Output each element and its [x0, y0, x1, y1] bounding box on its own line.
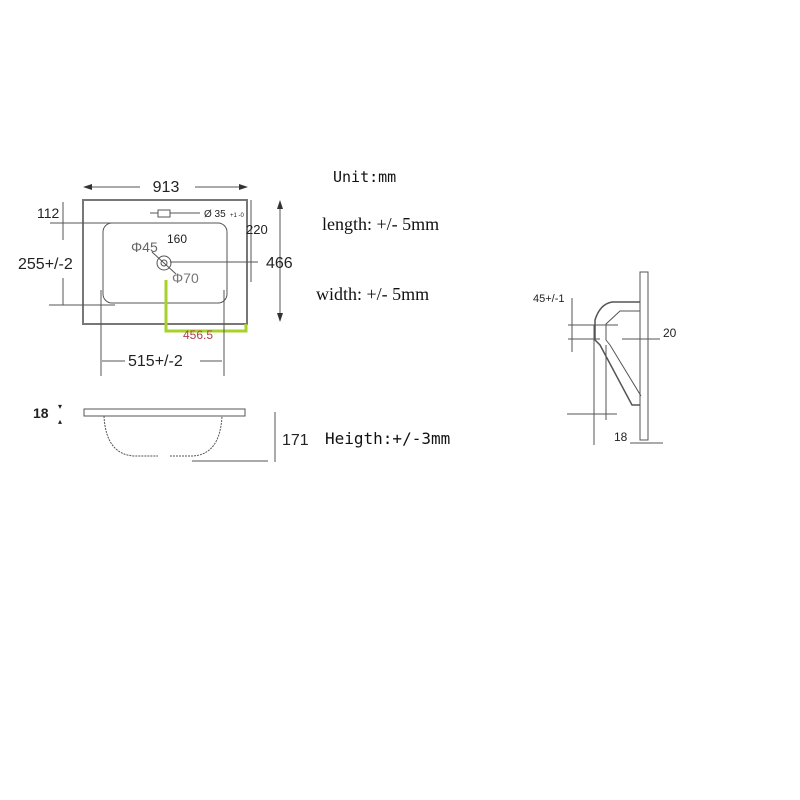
drain-circle [156, 255, 172, 271]
svg-text:▴: ▴ [58, 417, 62, 426]
dim-515: 515+/-2 [128, 353, 183, 370]
drain-center-highlight [164, 280, 248, 333]
top-view: 913 112 255+/-2 Ø 35 +1 -0 220 160 Φ45 Φ… [18, 179, 293, 376]
dim-overflow: 45+/-1 [533, 293, 565, 305]
section-profile [594, 301, 640, 406]
dim-913: 913 [153, 179, 180, 196]
width-tolerance: width: +/- 5mm [316, 284, 429, 304]
dim-tap-hole: Ø 35 [204, 209, 226, 220]
dim-112: 112 [37, 205, 60, 221]
dim-456-5: 456.5 [183, 328, 213, 342]
unit-note: Unit:mm [333, 168, 396, 186]
length-tolerance: length: +/- 5mm [322, 214, 439, 234]
tap-hole [157, 209, 171, 218]
dim-tap-tol: +1 -0 [230, 213, 245, 219]
svg-text:▾: ▾ [58, 402, 62, 411]
dim-255: 255+/-2 [18, 256, 73, 273]
dim-18-side: 18 [33, 405, 49, 421]
bowl-profile [103, 415, 223, 457]
dim-220: 220 [246, 222, 268, 237]
dim-466: 466 [266, 255, 293, 272]
dim-drain-70: Φ70 [172, 270, 199, 286]
side-view: 18 ▾ ▴ 171 [33, 402, 309, 462]
rim [83, 408, 246, 417]
dim-160: 160 [167, 232, 187, 246]
section-view: 45+/-1 20 18 [533, 271, 677, 445]
dim-18-section: 18 [614, 430, 628, 444]
height-tolerance: Heigth:+/-3mm [325, 429, 450, 448]
dim-drain-45: Φ45 [131, 239, 158, 255]
section-wall [639, 271, 649, 441]
dim-20: 20 [663, 326, 677, 340]
dim-171: 171 [282, 432, 309, 449]
